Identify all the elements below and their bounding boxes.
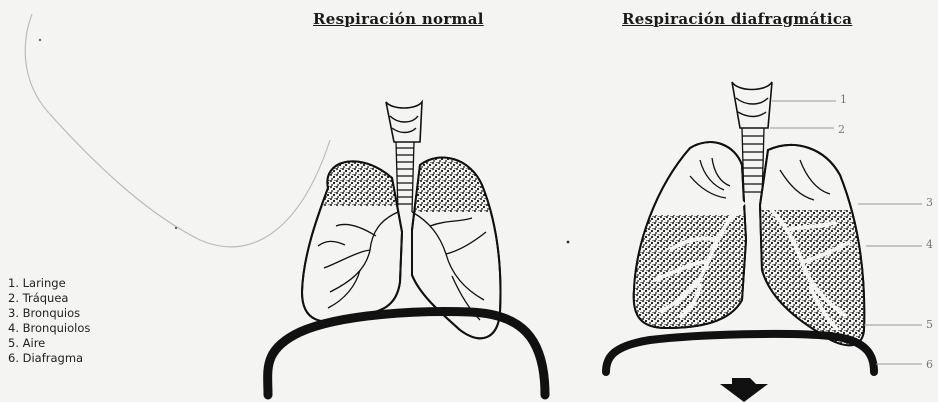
diaphragm-diaphragmatic <box>606 334 874 372</box>
down-arrow-icon <box>720 378 768 402</box>
ink-dot <box>567 241 570 244</box>
ink-dot <box>175 227 177 229</box>
stray-line-mark <box>25 14 330 247</box>
diaphragmatic-breathing-figure <box>606 82 922 402</box>
diaphragm-normal <box>268 312 545 395</box>
larynx-diaphragmatic <box>732 82 772 128</box>
trachea-normal <box>396 142 414 212</box>
trachea-diaphragmatic <box>742 128 764 202</box>
normal-breathing-figure <box>268 102 545 395</box>
ink-dot <box>39 39 41 41</box>
